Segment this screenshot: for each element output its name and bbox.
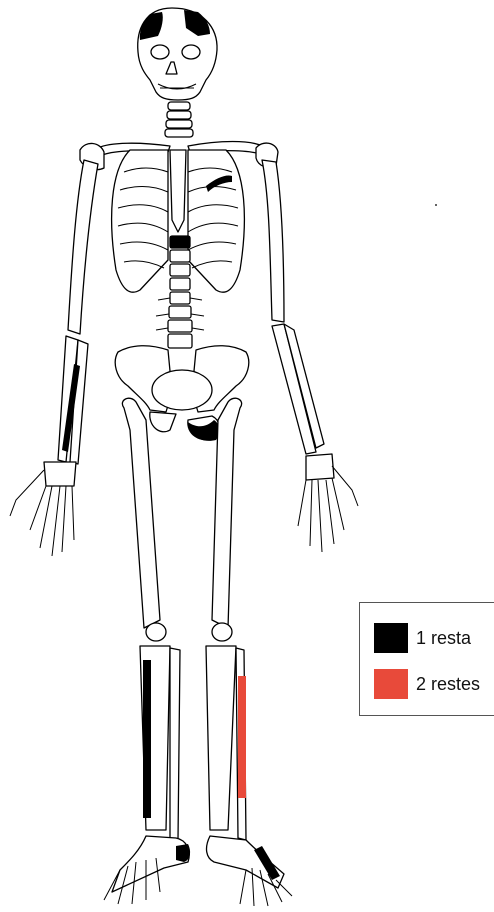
legend: 1 resta 2 restes — [359, 602, 494, 716]
legend-swatch-red — [374, 669, 408, 699]
lower-legs — [140, 646, 246, 840]
right-foot — [207, 836, 292, 906]
patella-right — [212, 623, 232, 641]
left-hand — [10, 462, 76, 556]
left-tibia-mark — [143, 660, 151, 818]
legend-label: 2 restes — [416, 674, 480, 695]
legend-label: 1 resta — [416, 628, 471, 649]
legend-item-two-remains: 2 restes — [374, 669, 480, 699]
legend-swatch-black — [374, 623, 408, 653]
cervical-spine — [165, 102, 193, 137]
patella-left — [146, 623, 166, 641]
right-fibula-mark — [238, 676, 246, 798]
legend-item-one-remain: 1 resta — [374, 623, 471, 653]
vertebra-mark — [170, 236, 190, 248]
right-hand — [298, 454, 358, 552]
stray-dot — [435, 204, 437, 206]
femurs — [122, 398, 241, 628]
